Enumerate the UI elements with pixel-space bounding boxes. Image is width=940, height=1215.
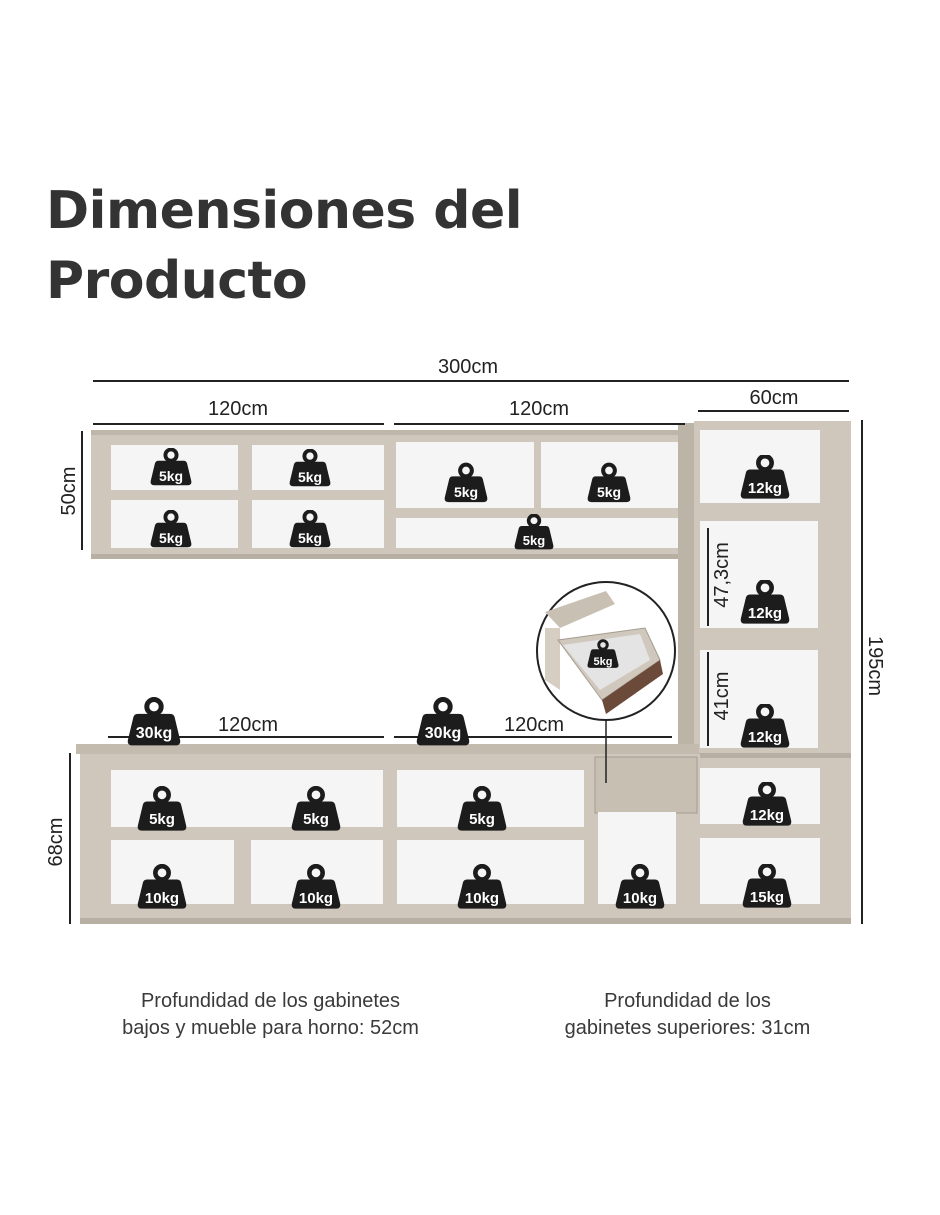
weight-label: 5kg [298, 469, 322, 485]
weight-label: 15kg [750, 889, 784, 906]
tower-niche-upper-label: 47,3cm [711, 542, 733, 608]
weight-badge: 12kg [741, 705, 790, 748]
weight-badge: 5kg [290, 451, 331, 487]
weight-badge: 5kg [458, 788, 507, 831]
upper-left-cabinet [91, 430, 389, 559]
weight-label: 5kg [469, 811, 495, 828]
weight-badge: 5kg [514, 514, 554, 550]
weight-label: 5kg [597, 484, 621, 500]
weight-badge: 15kg [743, 865, 792, 908]
weight-label: 10kg [623, 890, 657, 907]
weight-label: 12kg [748, 605, 782, 622]
weight-badge: 10kg [458, 866, 507, 909]
weight-badge: 12kg [743, 783, 792, 826]
title-line-1: Dimensiones del [46, 181, 523, 241]
weight-badges: 5kg 5kg 5kg 5kg 5kg 5kg 5kg 5kg 12kg 12k… [128, 450, 792, 909]
weight-badge: 30kg [417, 700, 469, 746]
weight-label: 30kg [425, 725, 461, 742]
lower-mid-width-label: 120cm [504, 714, 564, 736]
upper-middle-cabinet [389, 430, 687, 559]
weight-label: 10kg [465, 890, 499, 907]
weight-label: 5kg [159, 530, 183, 546]
lower-depth-note: Profundidad de los gabinetes bajos y mue… [78, 988, 463, 1042]
weight-label: 5kg [523, 533, 545, 548]
page-title: Dimensiones del Producto [46, 176, 523, 316]
weight-label: 10kg [299, 890, 333, 907]
tower-width-label: 60cm [750, 387, 799, 409]
weight-label: 5kg [298, 530, 322, 546]
weight-badge: 5kg [290, 512, 331, 548]
lower-left-width-label: 120cm [218, 714, 278, 736]
weight-label: 30kg [136, 725, 172, 742]
weight-label: 5kg [454, 484, 478, 500]
weight-label: 5kg [159, 468, 183, 484]
weight-label: 5kg [303, 811, 329, 828]
weight-badge: 5kg [138, 788, 187, 831]
weight-label: 10kg [145, 890, 179, 907]
weight-badge: 12kg [741, 456, 790, 499]
lower-height-label: 68cm [45, 818, 67, 867]
weight-label: 5kg [149, 811, 175, 828]
weight-label: 12kg [750, 807, 784, 824]
weight-badge: 12kg [741, 581, 790, 624]
weight-badge: 5kg [151, 512, 192, 548]
lower-cabinets [76, 744, 700, 924]
dimension-labels: 300cm 120cm 120cm 60cm 50cm 195cm 68cm 1… [45, 356, 886, 866]
weight-label: 5kg [594, 656, 613, 668]
upper-height-label: 50cm [58, 467, 80, 516]
weight-badge: 5kg [587, 638, 619, 670]
weight-badge: 5kg [292, 788, 341, 831]
upper-depth-note: Profundidad de los gabinetes superiores:… [515, 988, 860, 1042]
weight-label: 12kg [748, 729, 782, 746]
total-width-label: 300cm [438, 356, 498, 378]
title-line-2: Producto [46, 251, 308, 311]
weight-badge: 10kg [138, 866, 187, 909]
weight-badge: 30kg [128, 700, 180, 746]
upper-depth-note-line-2: gabinetes superiores: 31cm [564, 1017, 811, 1039]
upper-depth-note-line-1: Profundidad de los [604, 990, 771, 1012]
weight-badge: 10kg [292, 866, 341, 909]
tower-height-label: 195cm [864, 636, 886, 696]
weight-label: 12kg [748, 480, 782, 497]
weight-badge: 5kg [151, 450, 192, 486]
lower-depth-note-line-2: bajos y mueble para horno: 52cm [122, 1017, 419, 1039]
upper-left-width-label: 120cm [208, 398, 268, 420]
upper-mid-width-label: 120cm [509, 398, 569, 420]
lower-depth-note-line-1: Profundidad de los gabinetes [140, 990, 401, 1012]
weight-badge: 5kg [588, 465, 631, 502]
weight-badge: 10kg [616, 866, 665, 909]
tower-niche-lower-label: 41cm [711, 672, 733, 721]
weight-badge: 5kg [445, 465, 488, 502]
